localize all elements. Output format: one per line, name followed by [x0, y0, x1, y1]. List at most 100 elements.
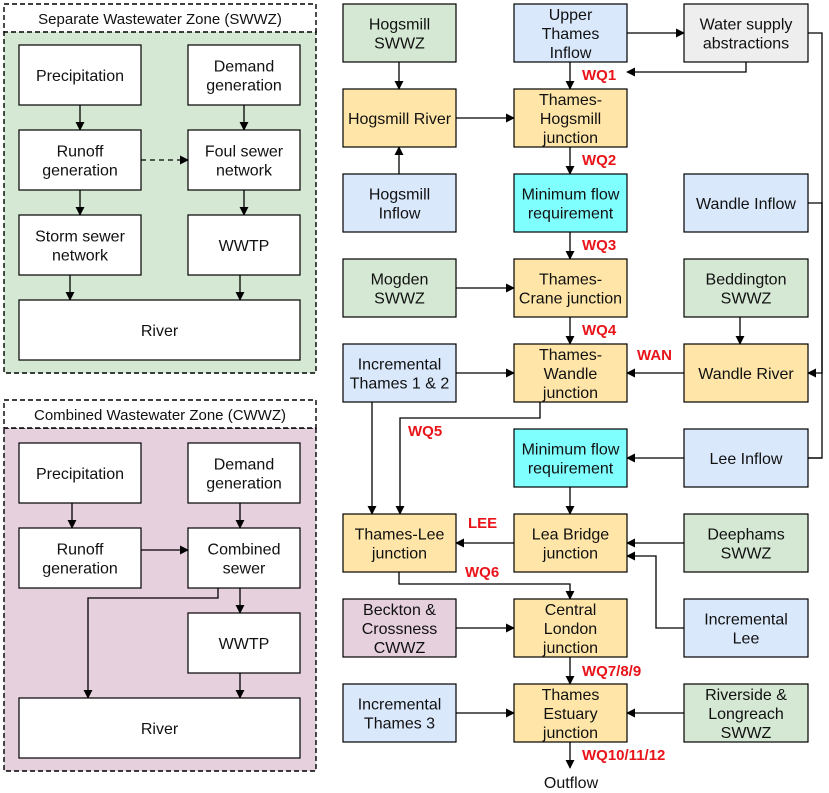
edge-label-wq1: WQ1 — [582, 67, 616, 84]
node-c-river: River — [18, 697, 301, 759]
node-label: Minimum flow — [522, 187, 620, 204]
node-label: Incremental — [358, 357, 442, 374]
node-label: abstractions — [703, 36, 789, 53]
node-label: River — [141, 721, 179, 738]
node-label: Beddington — [706, 272, 787, 289]
node-box — [187, 214, 301, 276]
node-label: Wandle — [544, 366, 598, 383]
node-box — [513, 258, 628, 318]
node-box — [513, 3, 628, 63]
node-box — [342, 513, 457, 573]
node-label: Wandle River — [698, 366, 794, 383]
node-label: WWTP — [219, 636, 270, 653]
node-box — [342, 683, 457, 743]
node-label: junction — [542, 385, 598, 402]
edge-label-lee: LEE — [468, 515, 497, 532]
node-label: Thames- — [539, 92, 602, 109]
node-label: CWWZ — [374, 640, 426, 657]
node-wandle-inflow: Wandle Inflow — [683, 173, 809, 233]
node-hogsmill-river: Hogsmill River — [342, 88, 457, 148]
node-box — [18, 214, 142, 276]
node-box — [683, 173, 809, 233]
node-label: junction — [371, 546, 427, 563]
node-label: Demand — [214, 59, 274, 76]
node-label: Hogsmill River — [348, 111, 452, 128]
node-label: Thames 3 — [364, 716, 435, 733]
node-label: Thames-Lee — [355, 527, 445, 544]
node-box — [683, 343, 809, 403]
node-label: Crossness — [362, 621, 438, 638]
node-box — [18, 697, 301, 759]
node-label: SWWZ — [721, 291, 772, 308]
cwwz-title-box — [3, 399, 317, 429]
edge-thames-lee-to-central — [398, 572, 575, 600]
node-label: Lee — [733, 631, 760, 648]
node-thames-crane: Thames-Crane junction — [513, 258, 628, 318]
node-box — [513, 428, 628, 488]
node-label: Runoff — [57, 144, 104, 161]
node-label: junction — [542, 725, 598, 742]
node-box — [683, 598, 809, 658]
node-thames-wandle: Thames- Wandle junction — [513, 343, 628, 403]
edges — [65, 28, 823, 769]
node-box — [513, 173, 628, 233]
node-box — [187, 442, 301, 504]
edge-wandle-inflow-to-wandle-river — [807, 202, 823, 378]
node-box — [18, 299, 301, 361]
node-label: Crane junction — [519, 291, 622, 308]
node-box — [187, 527, 301, 589]
edge-water-supply-to-upper — [626, 62, 747, 77]
node-c-wwtp: WWTP — [187, 612, 301, 674]
node-label: Incremental — [704, 612, 788, 629]
cwwz-title: Combined Wastewater Zone (CWWZ) — [34, 407, 286, 424]
node-label: network — [52, 248, 109, 265]
node-box — [513, 513, 628, 573]
node-label: WWTP — [219, 238, 270, 255]
node-box — [683, 683, 809, 743]
edge-c-combined-to-river — [83, 588, 219, 699]
node-box — [18, 44, 142, 106]
node-label: Thames- — [539, 347, 602, 364]
node-label: Precipitation — [36, 68, 124, 85]
node-box — [342, 343, 457, 403]
edge-label-wq4: WQ4 — [582, 322, 617, 339]
swwz-title-box — [3, 3, 317, 33]
node-box — [683, 428, 809, 488]
node-lee-inflow: Lee Inflow — [683, 428, 809, 488]
swwz-title: Separate Wastewater Zone (SWWZ) — [38, 11, 282, 28]
outflow-label: Outflow — [544, 775, 599, 792]
edge-label-wq2: WQ2 — [582, 152, 616, 169]
edge-label-wq101112: WQ10/11/12 — [582, 747, 665, 764]
node-box — [187, 612, 301, 674]
node-wandle-river: Wandle River — [683, 343, 809, 403]
node-label: Lea Bridge — [532, 527, 609, 544]
edge-water-supply-to-lee — [808, 32, 823, 459]
node-box — [342, 598, 457, 658]
node-label: Demand — [214, 457, 274, 474]
node-label: Inflow — [550, 45, 592, 62]
node-box — [342, 3, 457, 63]
node-label: Precipitation — [36, 466, 124, 483]
node-label: River — [141, 323, 179, 340]
nodes: PrecipitationDemandgenerationRunoffgener… — [18, 3, 809, 759]
node-s-wwtp: WWTP — [187, 214, 301, 276]
node-label: Beckton & — [363, 602, 436, 619]
edge-label-wan: WAN — [637, 347, 672, 364]
